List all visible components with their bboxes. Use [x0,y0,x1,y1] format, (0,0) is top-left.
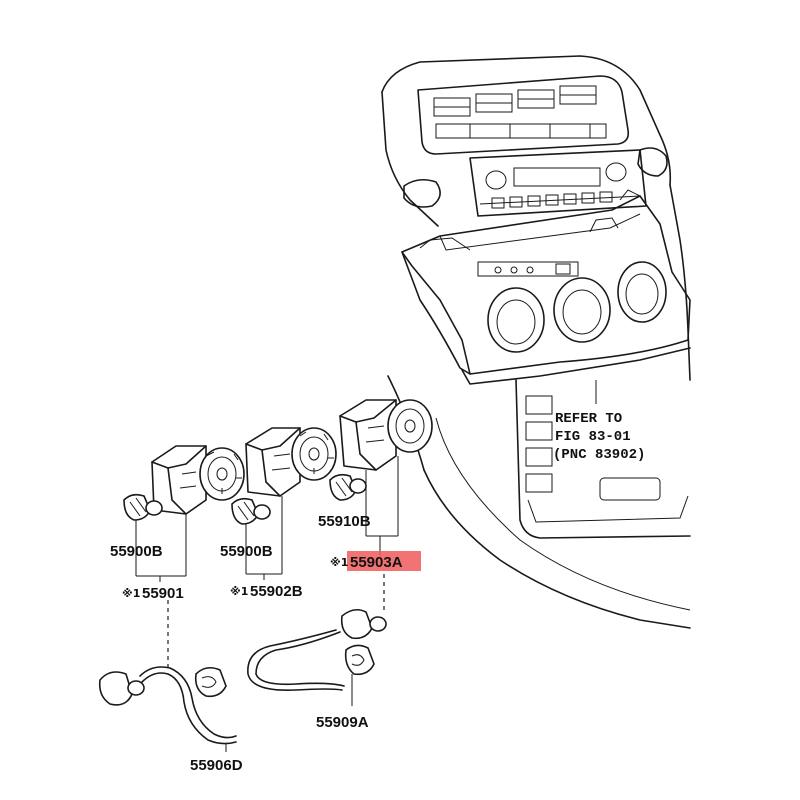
bulb-socket-right [329,473,367,501]
mark-55901: ※1 [122,587,140,600]
part-label-55910B: 55910B [318,513,371,530]
climate-knob-middle [245,427,337,497]
part-label-55906D: 55906D [190,757,243,774]
leader-lines [135,456,399,582]
part-label-55909A: 55909A [316,714,369,731]
refer-label-line3: (PNC 83902) [553,447,645,463]
refer-label-line1: REFER TO [555,411,622,427]
part-label-55900B-left: 55900B [110,543,163,560]
part-label-55900B-middle: 55900B [220,543,273,560]
mark-55903A: ※1 [330,556,348,569]
refer-label-line2: FIG 83-01 [555,429,631,445]
highlight-55903A [347,551,421,571]
wire-harness-55909A [247,608,387,706]
part-label-55901: 55901 [142,585,184,602]
bulb-socket-middle [231,497,271,525]
part-label-55902B: 55902B [250,583,303,600]
dashboard-illustration [381,55,691,629]
wire-harness-55906D [98,666,237,752]
bulb-socket-left [123,493,163,521]
mark-55902B: ※1 [230,585,248,598]
climate-knob-right [339,399,433,471]
part-label-55903A: 55903A [350,554,403,571]
climate-knob-left [151,445,245,515]
